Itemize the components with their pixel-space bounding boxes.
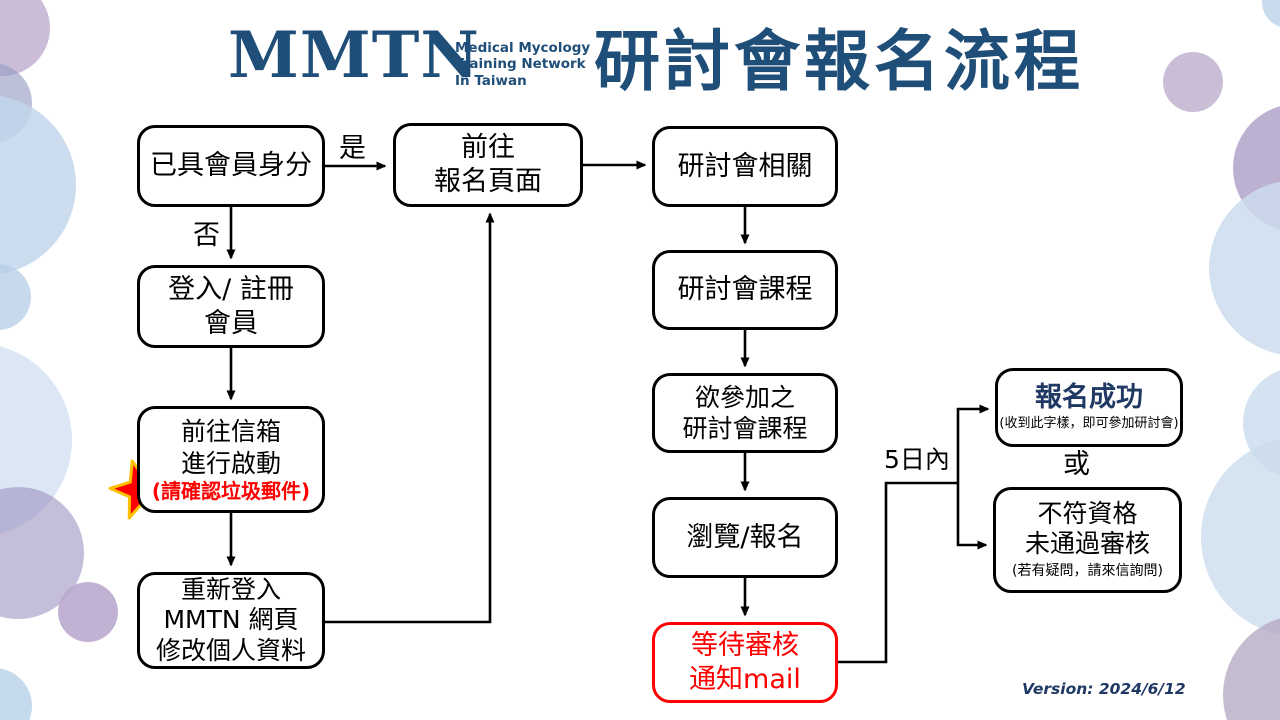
decorative-circles-right xyxy=(1163,0,1280,720)
flow-box-success-label: 報名成功 xyxy=(1035,381,1143,413)
success-note: (收到此字樣，即可參加研討會) xyxy=(999,416,1179,432)
flow-box-seminar-courses: 研討會課程 xyxy=(652,250,838,330)
flow-box-member-status: 已具會員身分 xyxy=(137,125,325,207)
decorative-circle xyxy=(0,668,32,720)
flow-box-relogin: 重新登入 MMTN 網頁 修改個人資料 xyxy=(137,572,325,669)
decorative-circle xyxy=(1209,181,1280,355)
flow-box-relogin-label: 重新登入 MMTN 網頁 修改個人資料 xyxy=(155,574,306,665)
decorative-circle xyxy=(0,264,31,330)
flow-box-go-register-page-label: 前往 報名頁面 xyxy=(434,132,542,197)
decorative-circle xyxy=(0,96,76,274)
decorative-circle xyxy=(58,582,118,642)
branch-label-no: 否 xyxy=(193,220,220,251)
arrow-branch-to-rejected xyxy=(956,483,988,550)
tagline-line-1: Medical Mycology xyxy=(455,40,591,56)
flow-box-mailbox-activation: 前往信箱 進行啟動 (請確認垃圾郵件) xyxy=(137,406,325,513)
mmtn-logo: MMTN xyxy=(228,18,480,93)
flow-box-seminar-related-label: 研討會相關 xyxy=(677,150,813,182)
decorative-circle xyxy=(1223,618,1280,720)
branch-label-within-5-days: 5日內 xyxy=(884,445,950,474)
decorative-circles-left xyxy=(0,0,118,720)
flow-box-seminar-related: 研討會相關 xyxy=(652,126,838,207)
flow-box-rejected: 不符資格 未通過審核 (若有疑問，請來信詢問) xyxy=(993,487,1182,593)
flow-box-wait-review-label: 等待審核 通知mail xyxy=(689,629,801,695)
branch-label-yes: 是 xyxy=(339,133,366,164)
flow-box-member-status-label: 已具會員身分 xyxy=(150,150,312,182)
flow-box-success: 報名成功 (收到此字樣，即可參加研討會) xyxy=(995,368,1183,447)
arrow-relogin-to-register-page xyxy=(325,212,495,624)
flow-box-desired-course-label: 欲參加之 研討會課程 xyxy=(682,382,808,443)
decorative-circle xyxy=(1163,52,1223,112)
decorative-circle xyxy=(0,0,50,76)
flow-box-desired-course: 欲參加之 研討會課程 xyxy=(652,373,838,453)
flow-box-seminar-courses-label: 研討會課程 xyxy=(677,274,813,306)
tagline-line-3: In Taiwan xyxy=(455,72,527,89)
flow-box-browse-register-label: 瀏覽/報名 xyxy=(686,521,804,553)
branch-label-or: 或 xyxy=(1063,449,1090,480)
flow-box-wait-review: 等待審核 通知mail xyxy=(652,622,838,703)
decorative-circle xyxy=(0,487,84,619)
flow-box-login-register-label: 登入/ 註冊 會員 xyxy=(168,273,294,339)
tagline-line-2: Training Network xyxy=(455,56,586,73)
rejected-note: (若有疑問，請來信詢問) xyxy=(1012,563,1163,580)
version-text: Version: 2024/6/12 xyxy=(1022,680,1186,698)
arrow-branch-to-success xyxy=(956,404,990,483)
decorative-circle xyxy=(0,346,72,534)
flow-box-mailbox-activation-label: 前往信箱 進行啟動 xyxy=(180,417,281,478)
connector-wait-review-to-branch xyxy=(838,481,958,664)
flow-box-login-register: 登入/ 註冊 會員 xyxy=(137,265,325,348)
decorative-circle xyxy=(1201,439,1280,635)
decorative-circle xyxy=(1262,0,1280,27)
flow-box-go-register-page: 前往 報名頁面 xyxy=(393,123,583,207)
page-title: 研討會報名流程 xyxy=(594,23,1084,100)
flow-box-rejected-label: 不符資格 未通過審核 xyxy=(1024,499,1150,559)
spam-check-note: (請確認垃圾郵件) xyxy=(151,478,311,503)
mmtn-logo-tagline: Medical Mycology Training Network In Tai… xyxy=(455,40,590,89)
flow-box-browse-register: 瀏覽/報名 xyxy=(652,497,838,578)
